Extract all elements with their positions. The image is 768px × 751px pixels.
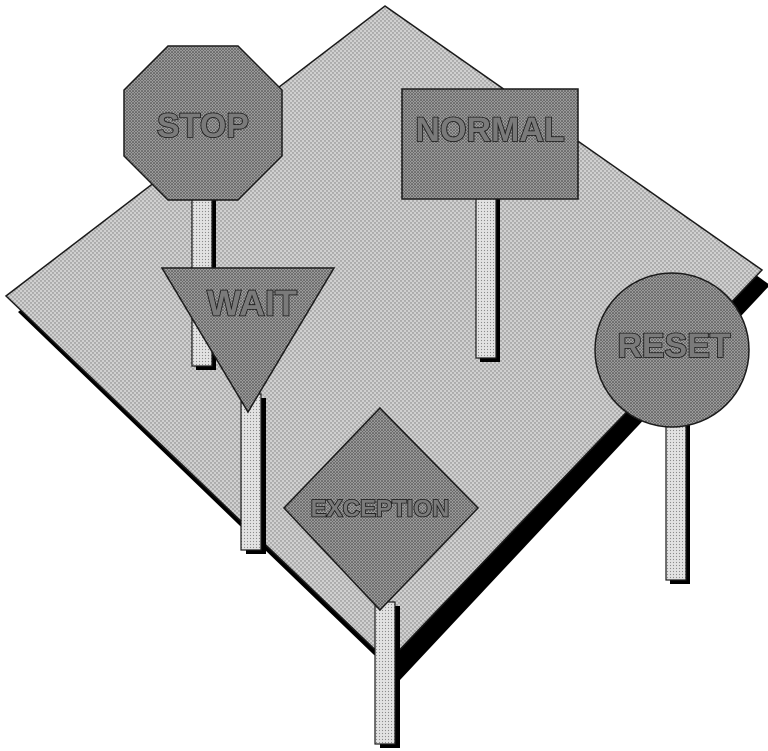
normal-label: NORMAL	[415, 111, 564, 149]
reset-post-face	[666, 416, 686, 580]
exception-post-face	[375, 602, 395, 744]
reset-label: RESET	[617, 327, 731, 365]
stop-label: STOP	[157, 107, 249, 145]
exception-label: EXCEPTION	[311, 495, 450, 522]
normal-post-face	[476, 194, 496, 358]
wait-post-face	[241, 394, 261, 550]
wait-label: WAIT	[207, 283, 297, 324]
